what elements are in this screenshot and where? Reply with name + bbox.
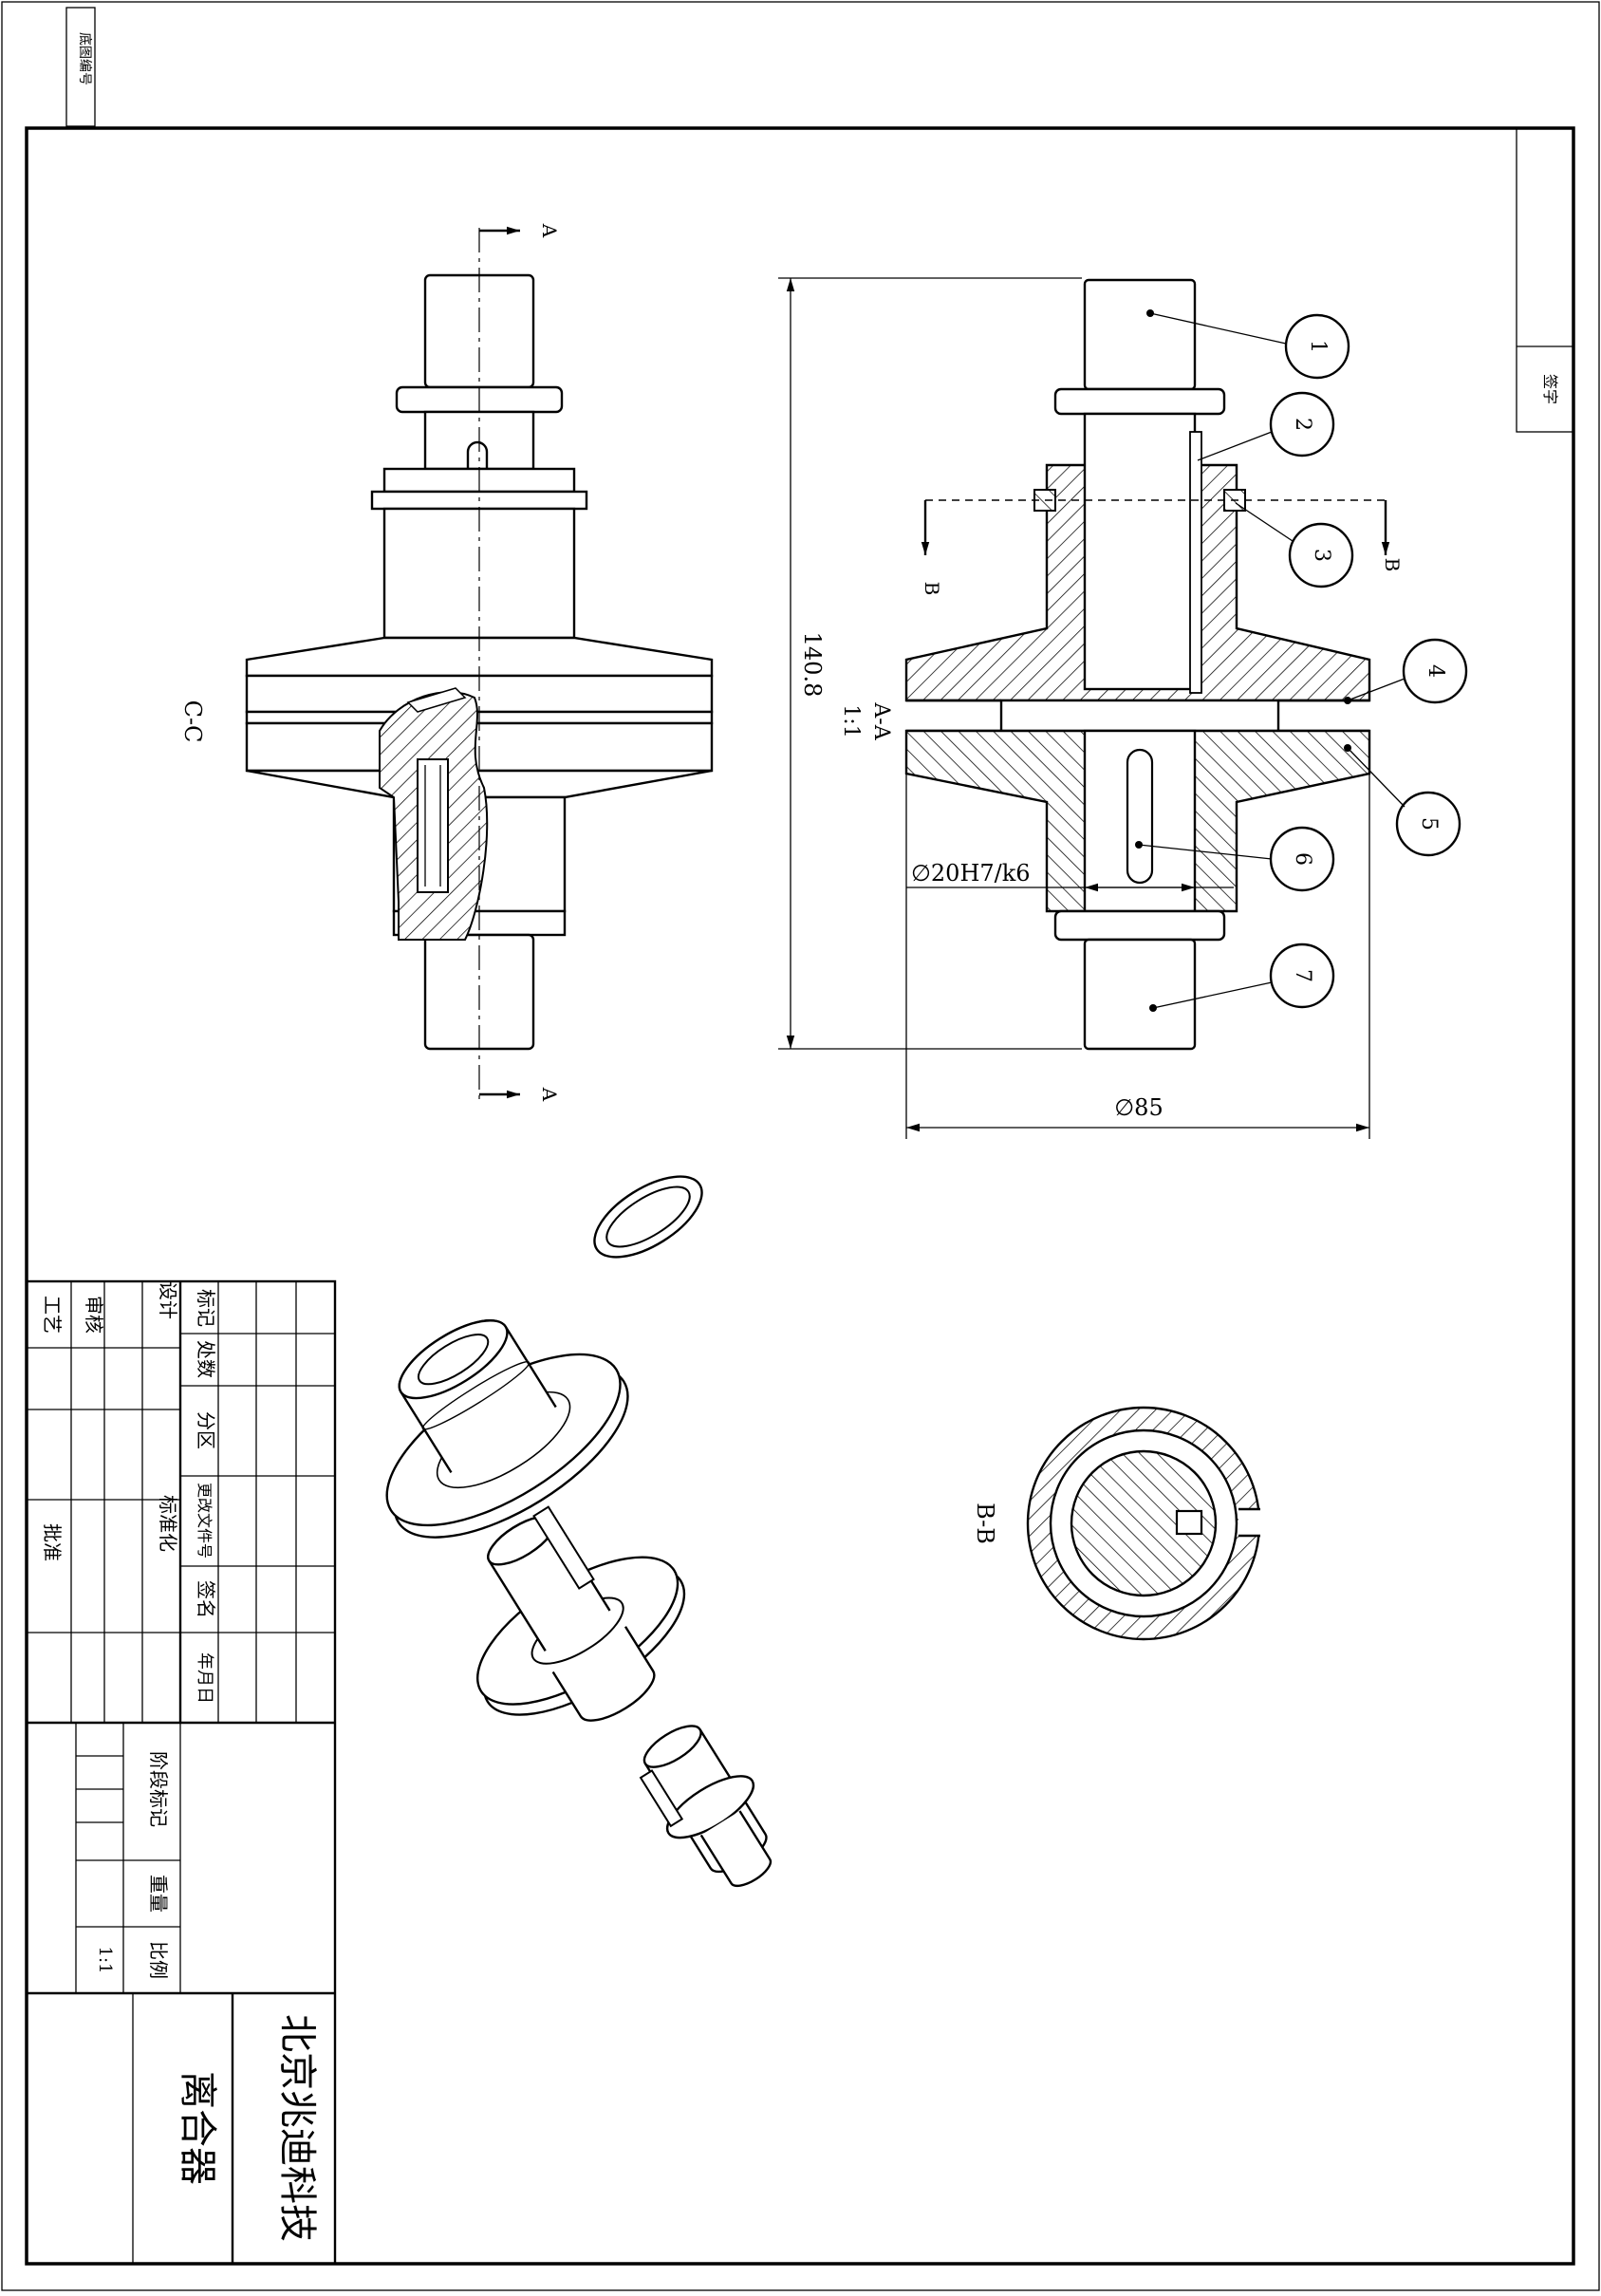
drawing-number-strip [65,7,96,127]
tb-h-docno: 更改文件号 [195,1483,214,1559]
tb-scale-value: 1:1 [95,1947,115,1974]
balloon-2: 2 [1291,418,1314,431]
view-cc: A A C-C [179,223,714,1102]
tb-h-stage: 阶段标记 [147,1751,170,1827]
balloon-7: 7 [1291,969,1314,982]
corner-label: 签字 [1541,374,1559,404]
tb-part-name: 离合器 [176,2071,219,2185]
dim-outer-diameter: ∅85 [1114,1094,1163,1121]
key-part-2 [1189,431,1202,694]
aa-view-label: A-A [869,701,893,740]
balloon-3: 3 [1310,549,1333,562]
dim-height: 140.8 [799,632,826,698]
tb-r-process: 工艺 [41,1296,64,1334]
cc-view-label: C-C [179,700,206,743]
balloon-6: 6 [1291,852,1314,866]
bb-view-label: B-B [972,1503,998,1544]
balloons: 1 2 3 4 5 6 7 [1135,309,1468,1012]
dimensions: 140.8 ∅85 ∅20H7/k6 [778,277,1370,1139]
tb-h-mark: 标记 [195,1289,217,1327]
dim-fit: ∅20H7/k6 [911,860,1031,887]
strip-label: 底图编号 [77,32,92,85]
tb-h-zone: 分区 [195,1411,217,1449]
balloon-1: 1 [1306,340,1330,353]
tb-h-weight: 重量 [147,1875,170,1913]
tb-h-sign: 签名 [195,1580,217,1618]
tb-company: 北京兆迪科技 [275,2014,319,2242]
tb-h-date: 年月日 [195,1652,214,1704]
exploded-view [385,1175,773,1887]
section-b-left-letter: B [921,582,943,596]
title-block: 标记 处数 分区 更改文件号 签名 年月日 设计 标准化 审核 工艺 批准 阶段… [25,1279,337,2266]
tb-r-approve: 批准 [41,1523,64,1561]
view-bb: B-B [972,1406,1276,1641]
section-a-bottom-letter: A [538,1087,561,1102]
tb-r-check: 审核 [83,1296,105,1334]
balloon-5: 5 [1417,817,1441,831]
tb-h-scale: 比例 [147,1941,170,1979]
section-a-top-letter: A [538,223,561,238]
signature-corner [1516,127,1574,433]
aa-view-scale: 1:1 [839,704,863,737]
view-aa: B B A-A 1:1 [839,278,1404,1051]
balloon-4: 4 [1424,664,1447,678]
section-b-right-letter: B [1381,558,1404,572]
tb-r-design: 设计 [157,1281,179,1319]
tb-r-standard: 标准化 [157,1495,179,1552]
tb-h-count: 处数 [195,1340,217,1378]
